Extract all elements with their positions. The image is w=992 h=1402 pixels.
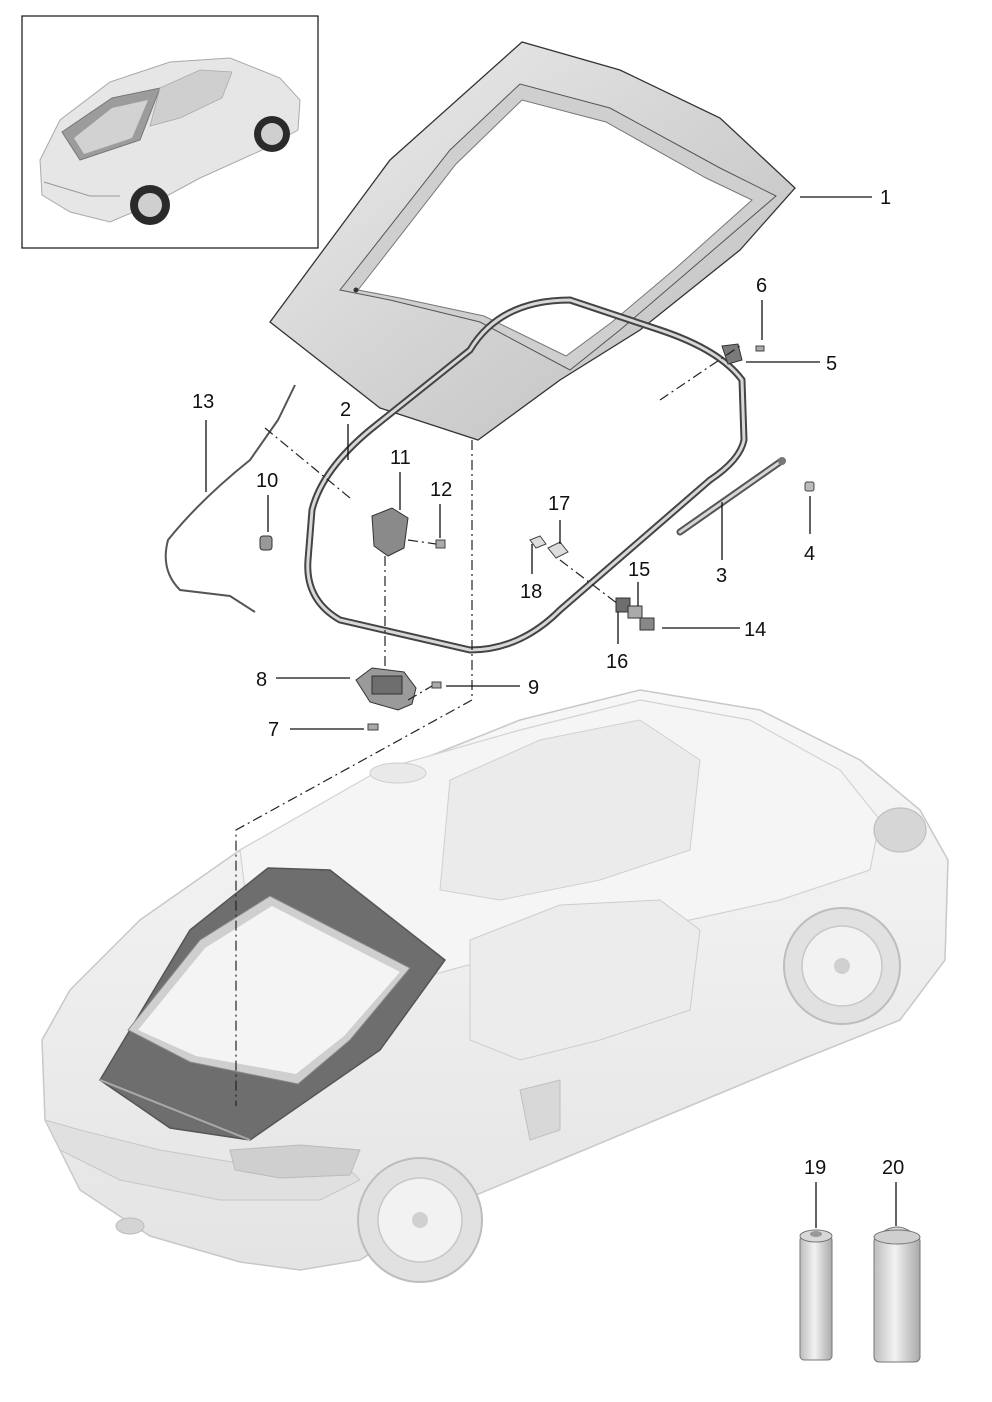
callout-2: 2 [340,399,351,421]
callout-4: 4 [804,543,815,565]
callout-17: 17 [548,493,570,515]
assembly-lines [235,345,741,1106]
gas-strut-part [676,457,786,536]
callout-13: 13 [192,391,214,413]
screw-part-12 [435,539,446,549]
callout-10: 10 [256,470,278,492]
cable-part-13 [164,384,296,613]
screw-part-6 [755,345,765,352]
callout-7: 7 [268,719,279,741]
ball-stud-part-4 [804,481,815,492]
screw-part-9 [431,681,442,689]
lock-part-8 [355,667,417,711]
callout-11: 11 [390,447,411,469]
thumbnail-car [39,57,301,225]
callout-labels: 1 2 3 4 5 6 7 8 9 10 11 12 13 14 15 16 1… [192,187,904,1179]
bracket-part-15 [615,597,631,613]
cartridge-part-19 [799,1229,833,1361]
seal-part [304,296,748,654]
callout-8: 8 [256,669,267,691]
switch-part-11 [371,507,409,557]
screw-part-7 [367,723,379,731]
callout-12: 12 [430,479,452,501]
callout-6: 6 [756,275,767,297]
callout-16: 16 [606,651,628,673]
callout-5: 5 [826,353,837,375]
car-rear-lid-highlight [98,867,447,1141]
clip-part-16 [627,605,643,619]
rear-lid-part [269,41,796,441]
callout-20: 20 [882,1157,904,1179]
callout-9: 9 [528,677,539,699]
buffer-part-18 [529,535,547,549]
clip-part-14 [639,617,655,631]
callout-18: 18 [520,581,542,603]
callout-3: 3 [716,565,727,587]
callout-19: 19 [804,1157,826,1179]
thumbnail-inset [21,15,319,249]
leader-lines [205,196,897,1228]
clip-part-10 [259,535,273,551]
callout-1: 1 [880,187,891,209]
buffer-part-17 [547,541,569,559]
callout-15: 15 [628,559,650,581]
bracket-part-5 [721,343,743,365]
callout-14: 14 [744,619,766,641]
cartridge-part-20 [873,1226,921,1363]
